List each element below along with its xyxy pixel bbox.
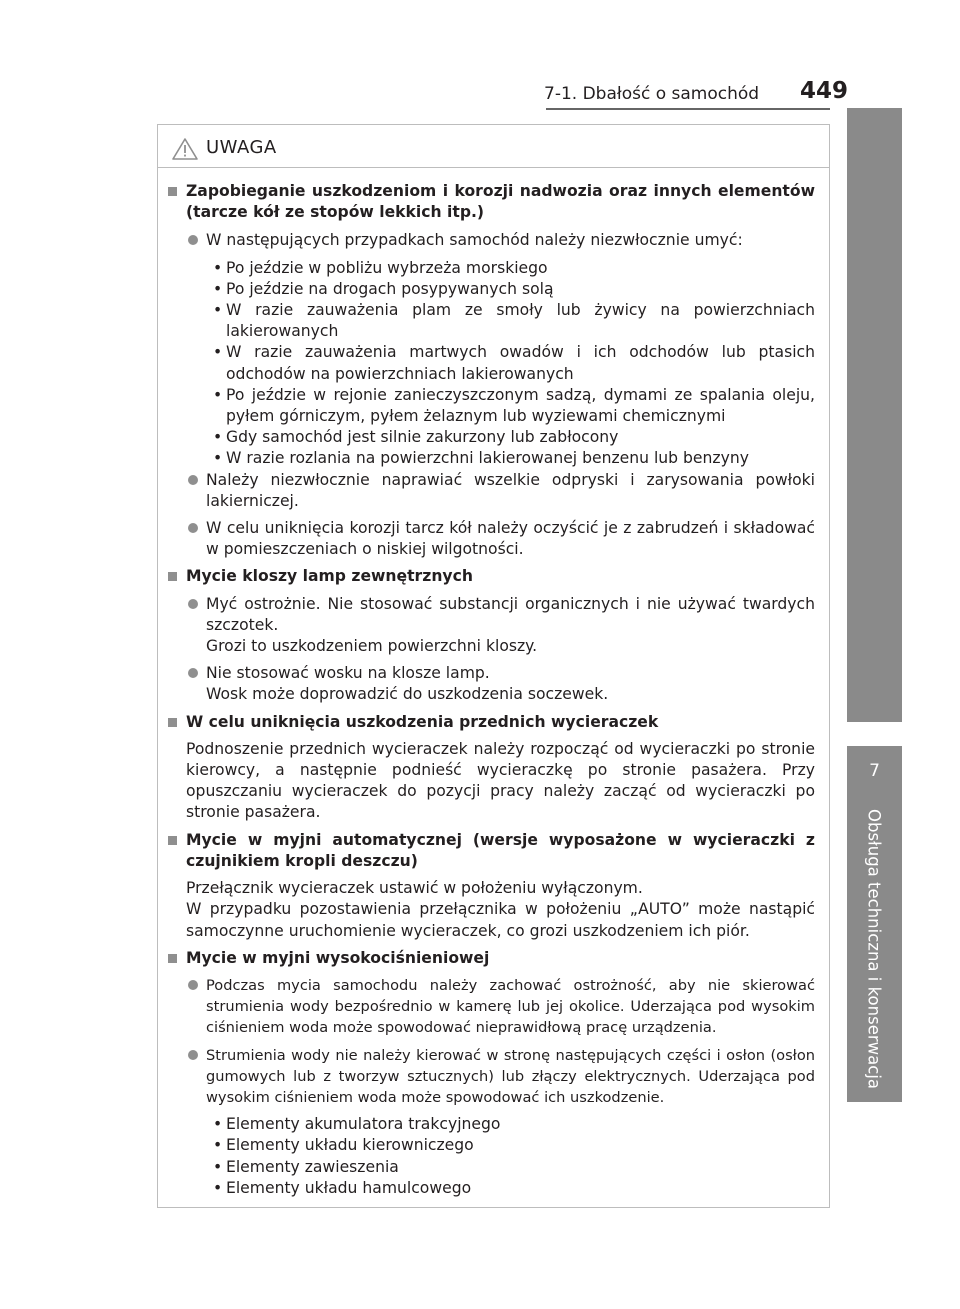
square-bullet-icon [168,835,177,845]
section-heading: Mycie w myjni automatycznej (wersje wypo… [186,830,815,870]
paragraph-text: Podnoszenie przednich wycieraczek należy… [186,739,815,822]
paragraph: Podnoszenie przednich wycieraczek należy… [158,739,829,824]
section-title: 7-1. Dbałość o samochód [544,84,760,104]
warning-triangle-icon [172,138,198,160]
paragraph-text: Przełącznik wycieraczek ustawić w położe… [186,879,643,898]
square-bullet-icon [168,717,177,727]
list-item: •Gdy samochód jest silnie zakurzony lub … [213,428,619,447]
list-item: Należy niezwłocznie naprawiać wszelkie o… [158,470,829,512]
warning-header: UWAGA [158,125,829,168]
square-bullet-icon [168,572,177,582]
list-item: •Po jeździe w rejonie zanieczyszczonym s… [213,385,815,426]
section-heading: Zapobieganie uszkodzeniom i korozji nadw… [186,182,815,222]
list-item: W następujących przypadkach samochód nal… [158,230,829,251]
list-item: W celu uniknięcia korozji tarcz kół nale… [158,518,829,560]
round-bullet-icon [188,598,198,609]
header-divider [546,108,830,110]
item-text: W celu uniknięcia korozji tarcz kół nale… [206,519,815,559]
section-lamp-covers: Mycie kloszy lamp zewnętrznych [158,566,829,587]
paragraph-text: W przypadku pozostawienia przełącznika w… [186,900,815,940]
page-header: 7-1. Dbałość o samochód 449 [0,78,960,108]
list-item: •Po jeździe w pobliżu wybrzeża morskiego [213,258,548,277]
section-heading: Mycie w myjni wysokociśnieniowej [186,948,490,967]
paragraph: Przełącznik wycieraczek ustawić w położe… [158,878,829,942]
round-bullet-icon [188,668,198,679]
warning-label: UWAGA [206,137,277,158]
item-text: Myć ostrożnie. Nie stosować substancji o… [206,594,815,634]
item-text: Grozi to uszkodzeniem powierzchni kloszy… [206,637,538,656]
chapter-number: 7 [847,746,902,796]
item-text: Wosk może doprowadzić do uszkodzenia soc… [206,685,609,704]
section-heading: W celu uniknięcia uszkodzenia przednich … [186,712,659,731]
list-item: Strumienia wody nie należy kierować w st… [158,1045,829,1109]
item-text: Należy niezwłocznie naprawiać wszelkie o… [206,470,815,510]
round-bullet-icon [188,1049,198,1060]
list-item: Myć ostrożnie. Nie stosować substancji o… [158,594,829,658]
item-text: Podczas mycia samochodu należy zachować … [206,976,815,1037]
section-corrosion: Zapobieganie uszkodzeniom i korozji nadw… [158,181,829,223]
list-item: •W razie zauważenia plam ze smoły lub ży… [213,301,815,341]
section-heading: Mycie kloszy lamp zewnętrznych [186,567,473,586]
page-number: 449 [800,78,849,104]
list-item: •W razie zauważenia martwych owadów i ic… [213,343,815,383]
list-item: Podczas mycia samochodu należy zachować … [158,975,829,1039]
list-item: •Elementy układu kierowniczego [213,1136,474,1155]
square-bullet-icon [168,187,177,196]
list-item: •Elementy akumulatora trakcyjnego [213,1115,501,1134]
list-item: •Elementy zawieszenia [213,1157,399,1176]
section-car-wash: Mycie w myjni automatycznej (wersje wypo… [158,830,829,872]
round-bullet-icon [188,523,198,534]
item-text: Strumienia wody nie należy kierować w st… [206,1046,815,1106]
section-high-pressure-wash: Mycie w myjni wysokociśnieniowej [158,948,829,969]
chapter-title: Obsługa techniczna i konserwacja [864,808,884,1090]
round-bullet-icon [188,474,198,485]
chapter-tab: Obsługa techniczna i konserwacja [847,796,902,1102]
round-bullet-icon [188,235,198,246]
square-bullet-icon [168,953,177,963]
list-item: Nie stosować wosku na klosze lamp. Wosk … [158,663,829,705]
section-wipers: W celu uniknięcia uszkodzenia przednich … [158,712,829,733]
round-bullet-icon [188,979,198,990]
warning-box: UWAGA Zapobieganie uszkodzeniom i korozj… [157,124,830,1208]
bullet-list: •Po jeździe w pobliżu wybrzeża morskiego… [158,258,829,470]
list-item: •W razie rozlania na powierzchni lakiero… [213,449,749,468]
warning-content: Zapobieganie uszkodzeniom i korozji nadw… [158,181,829,1199]
item-text: Nie stosować wosku na klosze lamp. [206,664,490,683]
list-item: •Po jeździe na drogach posypywanych solą [213,279,554,298]
side-tab-bar [847,108,902,722]
item-text: W następujących przypadkach samochód nal… [206,231,743,250]
list-item: •Elementy układu hamulcowego [213,1178,472,1197]
bullet-list: •Elementy akumulatora trakcyjnego •Eleme… [158,1114,829,1199]
